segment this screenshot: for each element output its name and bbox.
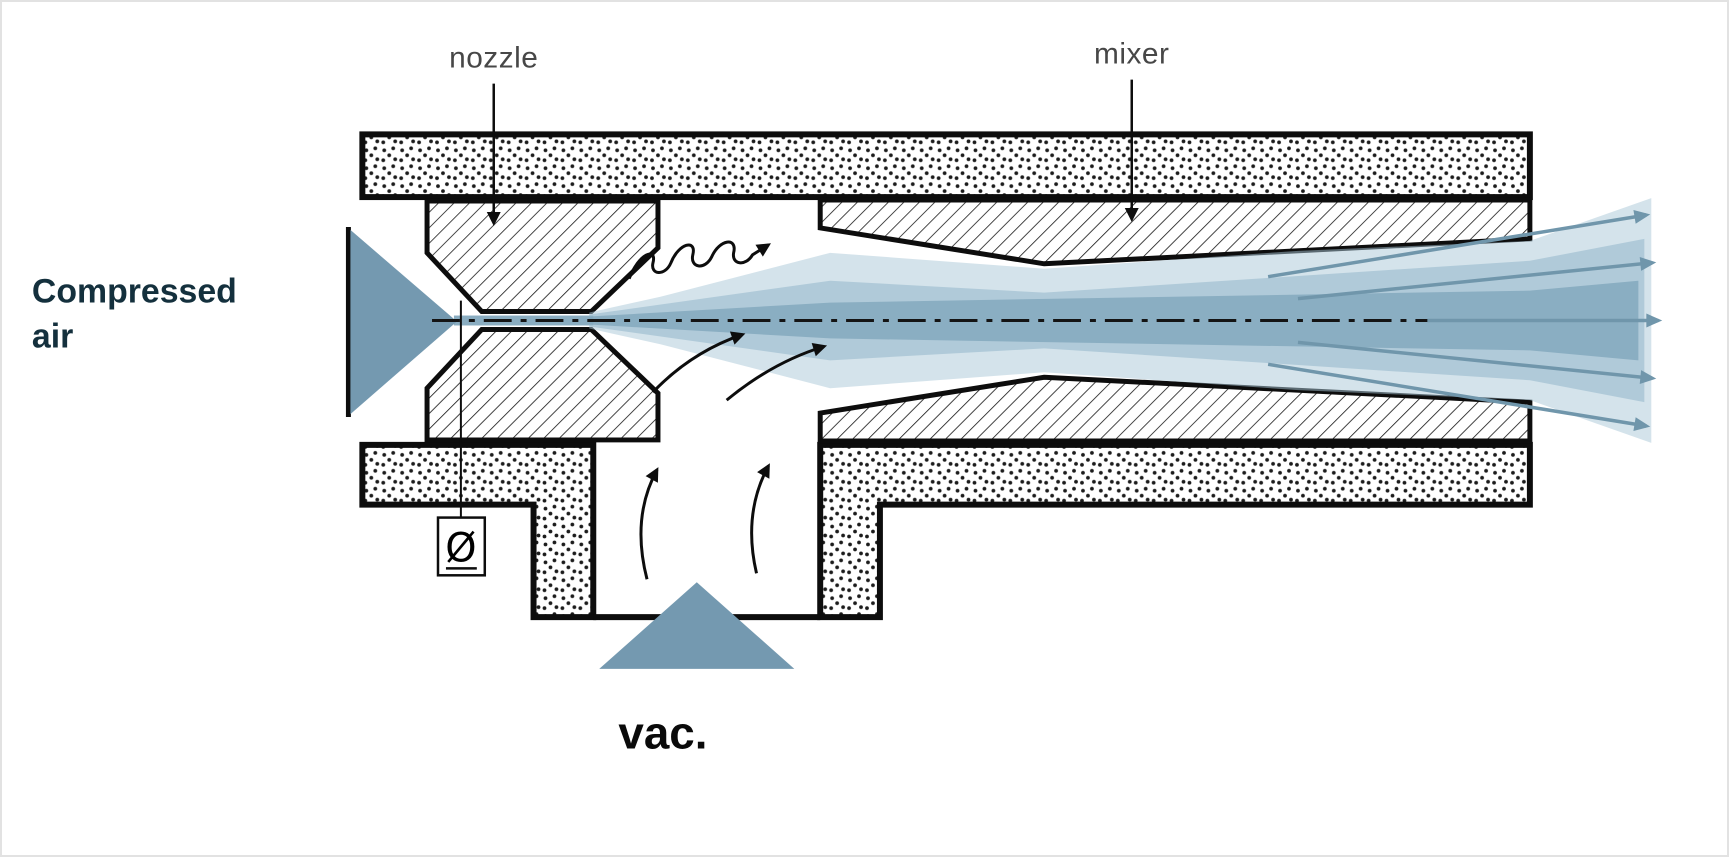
mixer-label: mixer [1094,38,1169,71]
entrained-air-wavy-arrow [627,240,771,280]
nozzle-label: nozzle [449,42,538,75]
exit-flow-arrow [1267,362,1651,431]
mixer-lower-body [817,374,1533,444]
exit-flow-arrows [1267,210,1663,431]
housing-bottom-right-wall [817,441,1533,621]
nozzle-upper-body [424,198,661,315]
compressed-air-label-line1: Compressed [32,273,237,311]
diameter-symbol: Ø [445,525,476,571]
exit-flow-arrow [1297,257,1657,301]
entrained-air-arrow-lower-2 [725,342,828,402]
vacuum-arrow [599,582,795,669]
compressed-air-label-line2: air [32,317,73,355]
housing-top-wall [359,131,1533,201]
exit-flow-arrow [1297,340,1657,384]
vacuum-label: vac. [618,707,707,758]
housing-bottom-left-wall [359,441,597,621]
nozzle-lower-body [424,326,661,443]
vacuum-suction-arrow-2 [750,463,770,574]
exit-flow-arrow [1267,210,1651,279]
vacuum-suction-arrow-1 [639,467,659,580]
diameter-callout-box [436,516,487,577]
compressed-air-arrow [350,229,457,415]
mixer-upper-body [817,197,1533,267]
entrained-air-arrow-lower-1 [651,331,746,394]
